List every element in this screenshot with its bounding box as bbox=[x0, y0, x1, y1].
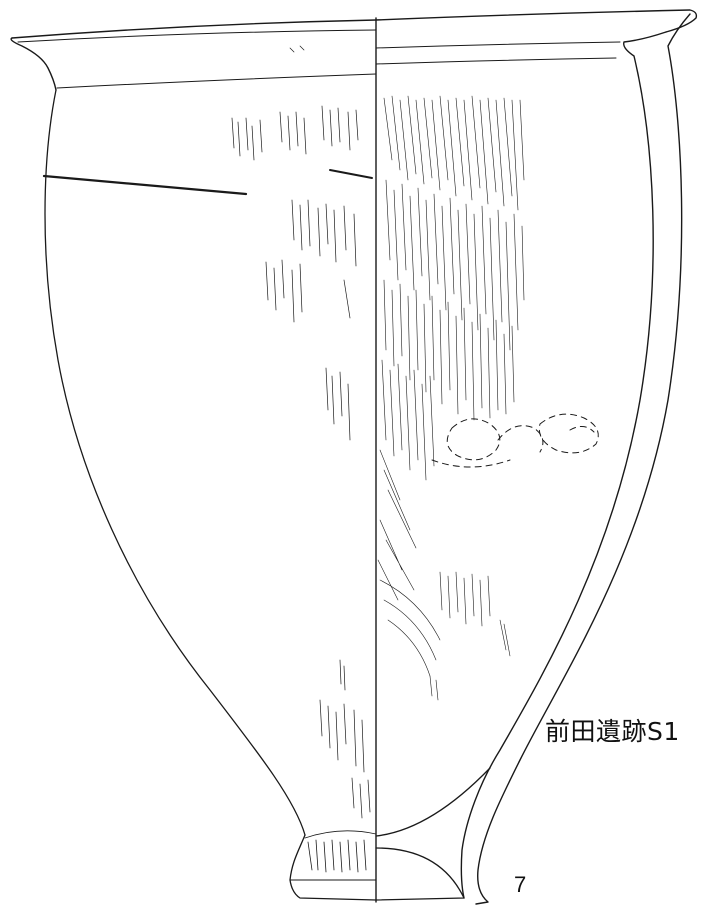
rim-inner-line-1 bbox=[375, 41, 621, 49]
rim-left-curl bbox=[10, 37, 57, 91]
foot-band-hatching bbox=[304, 830, 377, 873]
figure-number: 7 bbox=[514, 872, 527, 897]
rim-inner-line-2 bbox=[375, 57, 617, 65]
exterior-half bbox=[10, 19, 377, 901]
wall-section-inner bbox=[460, 31, 667, 899]
wall-section-outer bbox=[475, 13, 691, 905]
rim-section-top bbox=[375, 9, 698, 33]
site-caption: 前田遺跡S1 bbox=[545, 717, 680, 746]
body-profile-left bbox=[44, 89, 306, 836]
foot-hollow bbox=[375, 847, 465, 901]
section-half bbox=[375, 9, 698, 905]
neck-line bbox=[56, 73, 377, 89]
interior-bottom bbox=[375, 767, 491, 837]
rim-top-edge-inner bbox=[17, 29, 377, 43]
exterior-hatching bbox=[231, 45, 371, 819]
incised-line-2 bbox=[329, 169, 373, 179]
interior-hatching bbox=[377, 95, 525, 701]
dashed-stamp-marks bbox=[431, 413, 599, 468]
foot-profile-left bbox=[289, 834, 377, 901]
incised-line-1 bbox=[42, 174, 248, 196]
rim-top-edge bbox=[11, 19, 377, 39]
